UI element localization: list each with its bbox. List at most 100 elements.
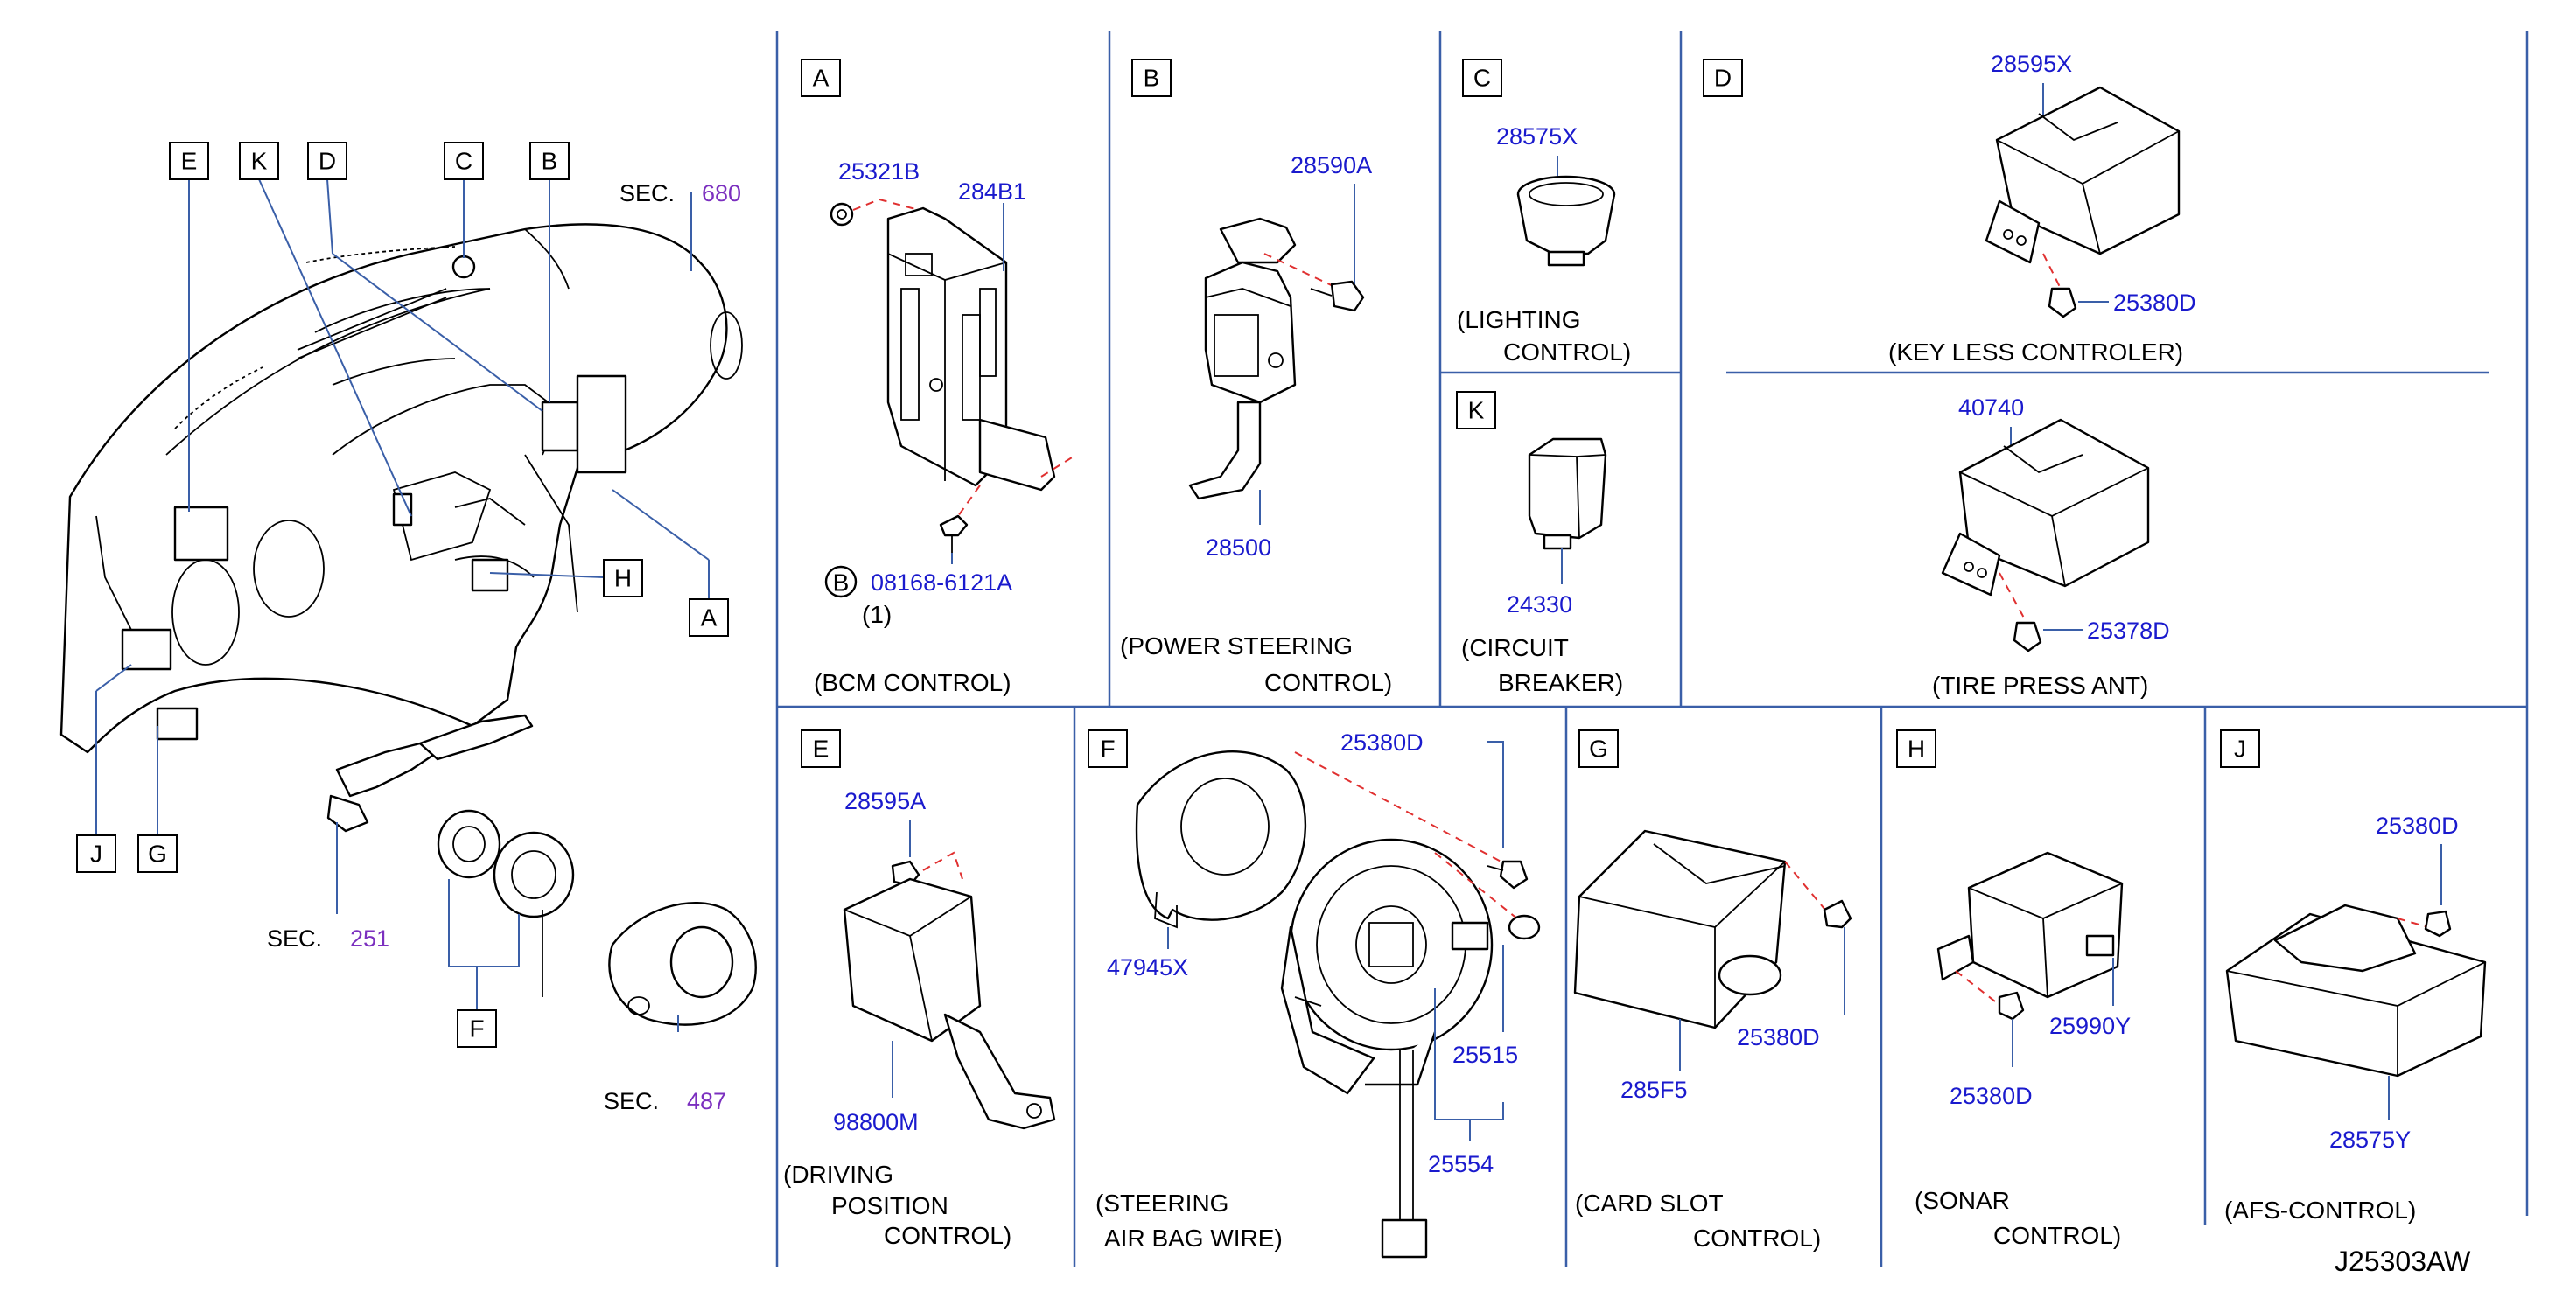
panel-letter: J <box>2234 736 2246 763</box>
part-number[interactable]: 25378D <box>2087 618 2170 644</box>
svg-text:H: H <box>614 565 632 592</box>
svg-text:C: C <box>455 148 472 175</box>
bcm-connectors <box>900 253 997 421</box>
svg-text:680: 680 <box>702 180 741 206</box>
svg-text:B: B <box>542 148 558 175</box>
callout-E[interactable]: E <box>169 142 209 180</box>
part-number[interactable]: 25380D <box>2113 290 2196 316</box>
panel-c: C 28575X (LIGHTING CONTROL) <box>1457 59 1631 366</box>
part-number[interactable]: 47945X <box>1107 954 1188 980</box>
part-number[interactable]: 25380D <box>1950 1083 2033 1109</box>
panel-letter: K <box>1468 397 1485 424</box>
panel-caption: CONTROL) <box>1693 1225 1821 1252</box>
panel-g: G 25380D 285F5 (CARD SLOT CONTROL) <box>1573 729 1852 1252</box>
part-number[interactable]: 28595X <box>1991 51 2072 77</box>
svg-text:487: 487 <box>687 1088 726 1114</box>
callout-F[interactable]: F <box>457 1009 497 1048</box>
part-number[interactable]: 25515 <box>1452 1042 1518 1068</box>
svg-text:SEC.: SEC. <box>604 1088 659 1114</box>
dashboard-overview <box>60 223 757 1026</box>
panel-k: K 24330 (CIRCUIT BREAKER) <box>1456 391 1623 696</box>
svg-text:F: F <box>469 1015 484 1043</box>
sec-reference-251[interactable]: SEC. 251 <box>267 925 389 952</box>
panel-caption: (DRIVING <box>783 1161 893 1188</box>
svg-text:SEC.: SEC. <box>267 925 322 952</box>
part-number[interactable]: 25380D <box>1737 1024 1820 1050</box>
part-number[interactable]: 24330 <box>1507 591 1572 618</box>
part-number[interactable]: 25321B <box>838 158 920 185</box>
svg-text:SEC.: SEC. <box>620 180 675 206</box>
panel-letter: F <box>1100 736 1115 763</box>
panel-a: A 25321B 284B1 B 08168-6121A (1) (BCM CO… <box>801 59 1077 696</box>
part-number[interactable]: 98800M <box>833 1109 919 1135</box>
panel-e: E 28595A 98800M (DRIVING POSITION CONTRO… <box>783 729 1056 1249</box>
callout-C[interactable]: C <box>444 142 484 180</box>
panel-caption: (CARD SLOT <box>1575 1190 1724 1217</box>
panel-caption: AIR BAG WIRE) <box>1104 1225 1283 1252</box>
panel-letter: G <box>1589 736 1608 763</box>
panel-j: J 25380D 28575Y (AFS-CONTROL) <box>2220 729 2487 1224</box>
part-number[interactable]: 28575X <box>1496 123 1578 150</box>
panel-caption: CONTROL) <box>884 1222 1012 1249</box>
svg-text:G: G <box>148 841 167 868</box>
part-number[interactable]: 28595A <box>844 788 926 814</box>
panel-caption: (TIRE PRESS ANT) <box>1932 672 2148 699</box>
part-number[interactable]: 285F5 <box>1620 1077 1688 1103</box>
panel-caption: (SONAR <box>1914 1187 2010 1214</box>
panel-letter: B <box>1144 65 1160 92</box>
panel-caption: CONTROL) <box>1993 1222 2121 1249</box>
callout-J[interactable]: J <box>76 834 116 873</box>
callout-K[interactable]: K <box>239 142 279 180</box>
panel-caption: CONTROL) <box>1503 338 1631 366</box>
panel-d: D 28595X 25380D (KEY LESS CONTROLER) 407… <box>1703 51 2196 699</box>
panel-caption: (CIRCUIT <box>1461 634 1569 661</box>
svg-text:J: J <box>90 841 102 868</box>
sec-reference-487[interactable]: SEC. 487 <box>604 1088 726 1114</box>
svg-text:A: A <box>701 604 718 632</box>
part-number[interactable]: 28590A <box>1291 152 1372 178</box>
callout-D[interactable]: D <box>307 142 347 180</box>
panel-caption: (STEERING <box>1096 1190 1228 1217</box>
panel-h: H 25380D 25990Y (SONAR CONTROL) <box>1896 729 2131 1249</box>
part-number[interactable]: 25380D <box>2376 813 2459 839</box>
callout-B[interactable]: B <box>529 142 570 180</box>
part-number[interactable]: 28500 <box>1206 534 1271 561</box>
panel-caption: (KEY LESS CONTROLER) <box>1888 338 2183 366</box>
overview-leaders <box>95 178 710 1032</box>
sec-reference-680[interactable]: SEC. 680 <box>620 180 741 206</box>
panel-caption: BREAKER) <box>1498 669 1623 696</box>
panel-f: F 25380D 47945X 25515 25554 (STEERING AI… <box>1088 729 1541 1259</box>
svg-text:K: K <box>251 148 268 175</box>
panel-caption: CONTROL) <box>1264 669 1392 696</box>
callout-A[interactable]: A <box>689 598 729 637</box>
panel-letter: E <box>813 736 830 763</box>
panel-caption: (LIGHTING <box>1457 306 1581 333</box>
callout-H[interactable]: H <box>603 559 643 597</box>
panel-letter: D <box>1714 65 1732 92</box>
part-number[interactable]: 25380D <box>1340 729 1424 756</box>
diagram-code: J25303AW <box>2334 1246 2471 1277</box>
panel-b: B 28590A 28500 (POWER STEERING CONTROL) <box>1120 59 1392 696</box>
svg-text:D: D <box>318 148 336 175</box>
panel-caption: (AFS-CONTROL) <box>2224 1197 2416 1224</box>
panel-caption: POSITION <box>831 1192 948 1219</box>
panel-caption: (BCM CONTROL) <box>814 669 1012 696</box>
quantity: (1) <box>862 601 892 628</box>
overview-callouts: E K D C B H A J G F <box>76 142 729 1048</box>
part-number[interactable]: 284B1 <box>958 178 1026 205</box>
panel-letter: A <box>813 65 830 92</box>
svg-text:251: 251 <box>350 925 389 952</box>
part-number[interactable]: 40740 <box>1958 394 2024 421</box>
part-number[interactable]: 25554 <box>1428 1151 1494 1177</box>
panel-caption: (POWER STEERING <box>1120 632 1353 659</box>
bolt-standard-mark: B <box>833 569 850 597</box>
callout-G[interactable]: G <box>137 834 178 873</box>
part-number[interactable]: 25990Y <box>2049 1013 2131 1039</box>
panel-grid <box>775 31 2529 1267</box>
svg-text:E: E <box>181 148 198 175</box>
part-number[interactable]: 08168-6121A <box>871 569 1012 596</box>
part-number[interactable]: 28575Y <box>2329 1127 2411 1153</box>
panel-letter: C <box>1474 65 1491 92</box>
panel-letter: H <box>1908 736 1925 763</box>
